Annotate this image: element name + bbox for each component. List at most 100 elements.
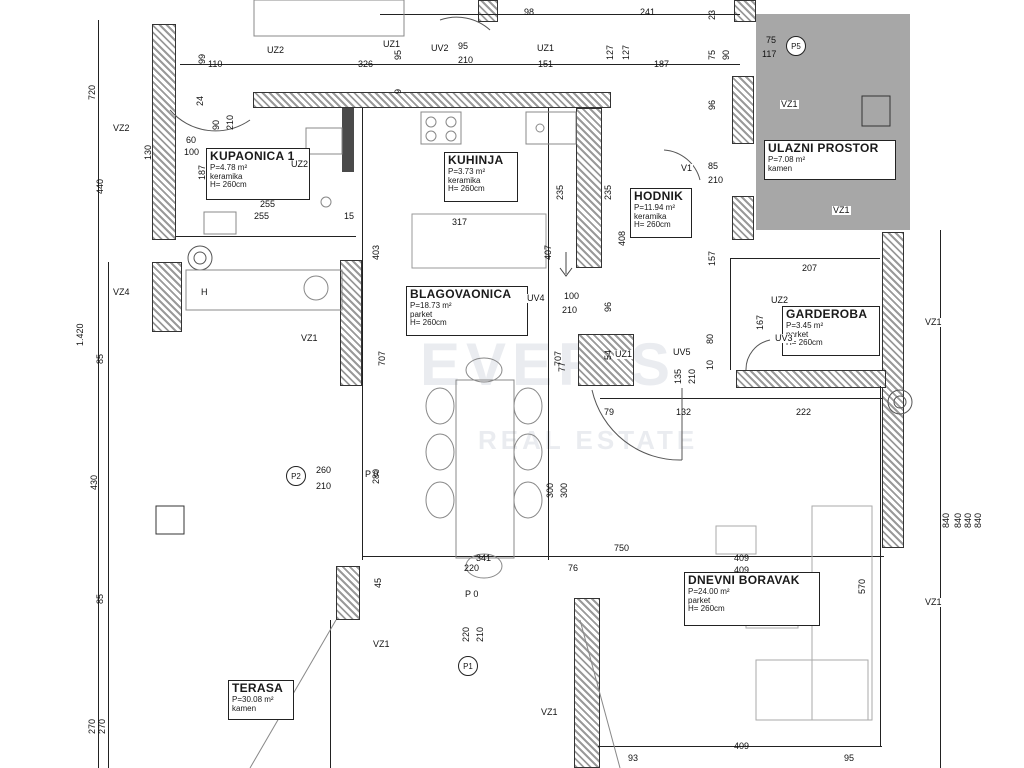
tag-p5: P5	[786, 36, 806, 56]
room-area: P=30.08 m²	[232, 694, 274, 704]
dim: 207	[802, 263, 818, 273]
bath-door	[169, 109, 251, 132]
room-floor: keramika	[210, 171, 243, 181]
dim: 110	[208, 59, 223, 69]
dim: 407	[543, 244, 553, 260]
tag-vz1-d: VZ1	[924, 317, 943, 327]
dim: 93	[628, 753, 639, 763]
wall-entry-left-lower	[732, 196, 754, 240]
boiler	[187, 245, 213, 271]
dim: 167	[755, 314, 765, 330]
dim: 135	[673, 368, 683, 384]
room-name: ULAZNI PROSTOR	[768, 141, 879, 155]
room-area: P=3.73 m²	[448, 166, 486, 176]
room-name: DNEVNI BORAVAK	[688, 573, 800, 587]
dining-table	[455, 379, 515, 559]
wall-north-kitchen	[253, 92, 611, 108]
tag-vz1-b: VZ1	[780, 99, 799, 109]
living-east-line	[880, 386, 881, 746]
dining-west-line	[362, 108, 363, 560]
dim: 1.420	[75, 323, 85, 346]
dim: 77	[557, 361, 567, 372]
wall-terrace-corner	[336, 566, 360, 620]
hall-south-line	[600, 398, 882, 399]
dim: 409	[734, 741, 750, 751]
dim: 210	[316, 481, 332, 491]
tag-uz2-b: UZ2	[290, 159, 310, 169]
room-label-dnevni: DNEVNI BORAVAK P=24.00 m² parket H= 260c…	[684, 572, 820, 626]
wall-wardrobe-south	[736, 370, 886, 388]
room-height: H= 260cm	[786, 338, 823, 348]
dim: 326	[358, 59, 374, 69]
dim: 210	[225, 114, 235, 130]
right-dim-line	[940, 230, 941, 768]
room-label-kuhinja: KUHINJA P=3.73 m² keramika H= 260cm	[444, 152, 518, 202]
dim: 840	[973, 512, 983, 528]
room-floor: parket	[410, 309, 433, 319]
tag-vz4: VZ4	[112, 287, 131, 297]
dim: 220	[464, 563, 480, 573]
hall-door-arc	[591, 389, 683, 461]
room-area: P=4.78 m²	[210, 162, 248, 172]
room-area: P=3.45 m²	[786, 320, 824, 330]
washing-machine	[303, 275, 329, 301]
tag-uz1-a: UZ1	[382, 39, 402, 49]
dim: 210	[475, 626, 485, 642]
wall-pillar-top	[478, 0, 498, 22]
tag-uv3: UV3	[774, 333, 794, 343]
dim: 403	[371, 244, 381, 260]
dining-chairs	[425, 357, 543, 579]
room-name: KUPAONICA 1	[210, 149, 295, 163]
bathroom-partition	[342, 108, 354, 172]
wall-west-upper	[152, 24, 176, 240]
chimney	[887, 389, 913, 415]
dim: 570	[857, 578, 867, 594]
armchair	[715, 525, 757, 555]
dim: 300	[559, 482, 569, 498]
dim: 100	[184, 147, 200, 157]
dim: 75	[707, 49, 717, 60]
dim: 187	[654, 59, 670, 69]
dim: 75	[766, 35, 777, 45]
left-dim-line	[98, 20, 99, 768]
dim: 9	[393, 88, 403, 94]
entrance-floor-shading	[756, 14, 910, 230]
dim: 187	[197, 164, 207, 180]
dim: 222	[796, 407, 812, 417]
bathtub-edge	[203, 211, 237, 235]
dim: 15	[344, 211, 355, 221]
tag-uz1-c: UZ1	[614, 349, 634, 359]
room-height: H= 260cm	[448, 184, 485, 194]
dim: 10	[705, 359, 715, 370]
top-dim-line	[180, 64, 740, 65]
wall-west-lower	[152, 262, 182, 332]
top-bed	[253, 0, 405, 37]
room-area: P=18.73 m²	[410, 300, 452, 310]
dim: 90	[721, 49, 731, 60]
dim: 79	[604, 407, 615, 417]
room-area: P=24.00 m²	[688, 586, 730, 596]
room-floor: parket	[688, 595, 711, 605]
tag-p1: P1	[458, 656, 478, 676]
utility-counter	[185, 269, 343, 311]
dim: 255	[260, 199, 276, 209]
wall-hall-block	[578, 334, 634, 386]
dim: 840	[963, 512, 973, 528]
dim: 96	[707, 99, 717, 110]
dim: 85	[708, 161, 719, 171]
room-height: H= 260cm	[688, 604, 725, 614]
room-label-terasa: TERASA P=30.08 m² kamen	[228, 680, 294, 720]
dim: 300	[545, 482, 555, 498]
dim: 255	[254, 211, 270, 221]
wall-terrace-east	[574, 598, 600, 768]
dim: 100	[564, 291, 580, 301]
drain-grate-2	[155, 505, 185, 535]
dim: 750	[614, 543, 630, 553]
dim: 317	[452, 217, 468, 227]
dim: 117	[762, 49, 777, 59]
toilet	[320, 196, 332, 208]
room-area: P=7.08 m²	[768, 154, 806, 164]
dim: 210	[562, 305, 578, 315]
living-north-line	[362, 556, 884, 557]
